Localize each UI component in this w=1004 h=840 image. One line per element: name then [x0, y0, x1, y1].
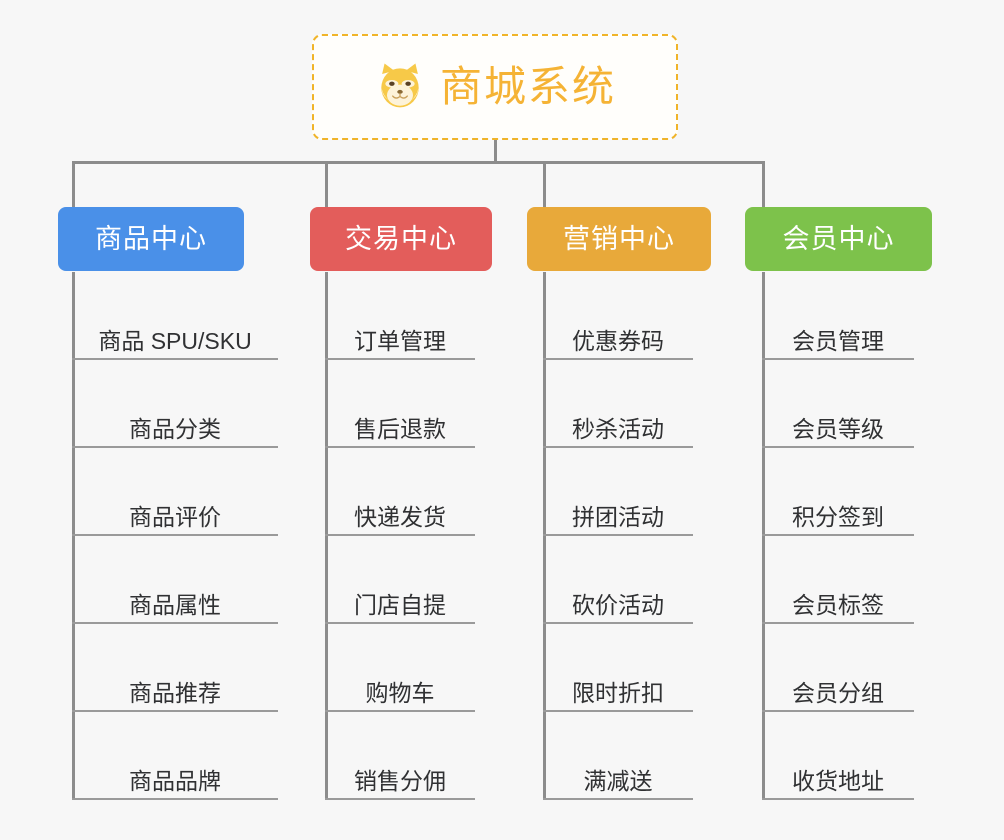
leaf-item[interactable]: 商品分类: [72, 360, 278, 448]
leaf-item-label: 优惠券码: [572, 327, 664, 354]
root-trunk-connector: [494, 140, 497, 164]
leaf-item-label: 商品品牌: [129, 767, 221, 794]
root-title: 商城系统: [439, 63, 616, 110]
leaf-column-4: 会员管理会员等级积分签到会员标签会员分组收货地址: [762, 272, 914, 800]
leaf-item-label: 商品推荐: [129, 679, 221, 706]
leaf-item[interactable]: 会员等级: [762, 360, 914, 448]
leaf-item-label: 购物车: [365, 679, 435, 706]
category-box-4[interactable]: 会员中心: [745, 207, 932, 271]
leaf-column-2: 订单管理售后退款快递发货门店自提购物车销售分佣: [325, 272, 475, 800]
leaf-item[interactable]: 会员分组: [762, 624, 914, 712]
leaf-item-label: 砍价活动: [572, 591, 664, 618]
category-box-2[interactable]: 交易中心: [310, 207, 492, 271]
leaf-item-label: 门店自提: [354, 591, 446, 618]
leaf-item[interactable]: 销售分佣: [325, 712, 475, 800]
leaf-item[interactable]: 砍价活动: [543, 536, 693, 624]
branch-drop-connector-2: [325, 161, 328, 207]
leaf-item[interactable]: 满减送: [543, 712, 693, 800]
leaf-item[interactable]: 商品品牌: [72, 712, 278, 800]
column-spine: [543, 272, 546, 800]
leaf-item[interactable]: 订单管理: [325, 272, 475, 360]
category-label: 会员中心: [782, 223, 895, 254]
leaf-item-label: 销售分佣: [354, 767, 446, 794]
leaf-item-label: 拼团活动: [572, 503, 664, 530]
leaf-item-label: 收货地址: [792, 767, 884, 794]
leaf-item-label: 秒杀活动: [572, 415, 664, 442]
branch-drop-connector-3: [543, 161, 546, 207]
leaf-item[interactable]: 收货地址: [762, 712, 914, 800]
leaf-item[interactable]: 积分签到: [762, 448, 914, 536]
leaf-item[interactable]: 商品属性: [72, 536, 278, 624]
leaf-item[interactable]: 秒杀活动: [543, 360, 693, 448]
leaf-column-1: 商品 SPU/SKU 商品分类商品评价商品属性商品推荐商品品牌: [72, 272, 278, 800]
leaf-item[interactable]: 商品推荐: [72, 624, 278, 712]
leaf-item[interactable]: 会员管理: [762, 272, 914, 360]
leaf-item-label: 商品分类: [129, 415, 221, 442]
branch-drop-connector-1: [72, 161, 75, 207]
category-box-3[interactable]: 营销中心: [527, 207, 711, 271]
column-spine: [72, 272, 75, 800]
shiba-dog-icon: [381, 63, 419, 108]
leaf-column-3: 优惠券码秒杀活动拼团活动砍价活动限时折扣满减送: [543, 272, 693, 800]
leaf-item[interactable]: 限时折扣: [543, 624, 693, 712]
leaf-item-label: 商品 SPU/SKU: [98, 327, 252, 354]
leaf-item[interactable]: 门店自提: [325, 536, 475, 624]
leaf-item-label: 会员分组: [792, 679, 884, 706]
category-label: 商品中心: [95, 223, 207, 254]
category-label: 营销中心: [563, 223, 675, 254]
leaf-item[interactable]: 购物车: [325, 624, 475, 712]
leaf-item[interactable]: 售后退款: [325, 360, 475, 448]
leaf-item[interactable]: 商品 SPU/SKU: [72, 272, 278, 360]
leaf-item[interactable]: 优惠券码: [543, 272, 693, 360]
leaf-item-label: 满减送: [583, 767, 653, 794]
leaf-item-label: 售后退款: [354, 415, 446, 442]
leaf-item-label: 限时折扣: [572, 679, 664, 706]
leaf-item[interactable]: 会员标签: [762, 536, 914, 624]
root-node[interactable]: 商城系统: [312, 34, 678, 140]
column-spine: [325, 272, 328, 800]
leaf-item[interactable]: 拼团活动: [543, 448, 693, 536]
leaf-item[interactable]: 商品评价: [72, 448, 278, 536]
horizontal-bus-connector: [72, 161, 765, 164]
leaf-item-label: 积分签到: [792, 503, 884, 530]
category-box-1[interactable]: 商品中心: [58, 207, 244, 271]
column-spine: [762, 272, 765, 800]
leaf-item-label: 订单管理: [354, 327, 446, 354]
branch-drop-connector-4: [762, 161, 765, 207]
leaf-item-label: 商品评价: [129, 503, 221, 530]
leaf-item-label: 会员管理: [792, 327, 884, 354]
leaf-item-label: 会员等级: [792, 415, 884, 442]
leaf-item-label: 快递发货: [354, 503, 446, 530]
category-label: 交易中心: [345, 223, 457, 254]
leaf-item-label: 会员标签: [792, 591, 884, 618]
leaf-item-label: 商品属性: [129, 591, 221, 618]
leaf-item[interactable]: 快递发货: [325, 448, 475, 536]
